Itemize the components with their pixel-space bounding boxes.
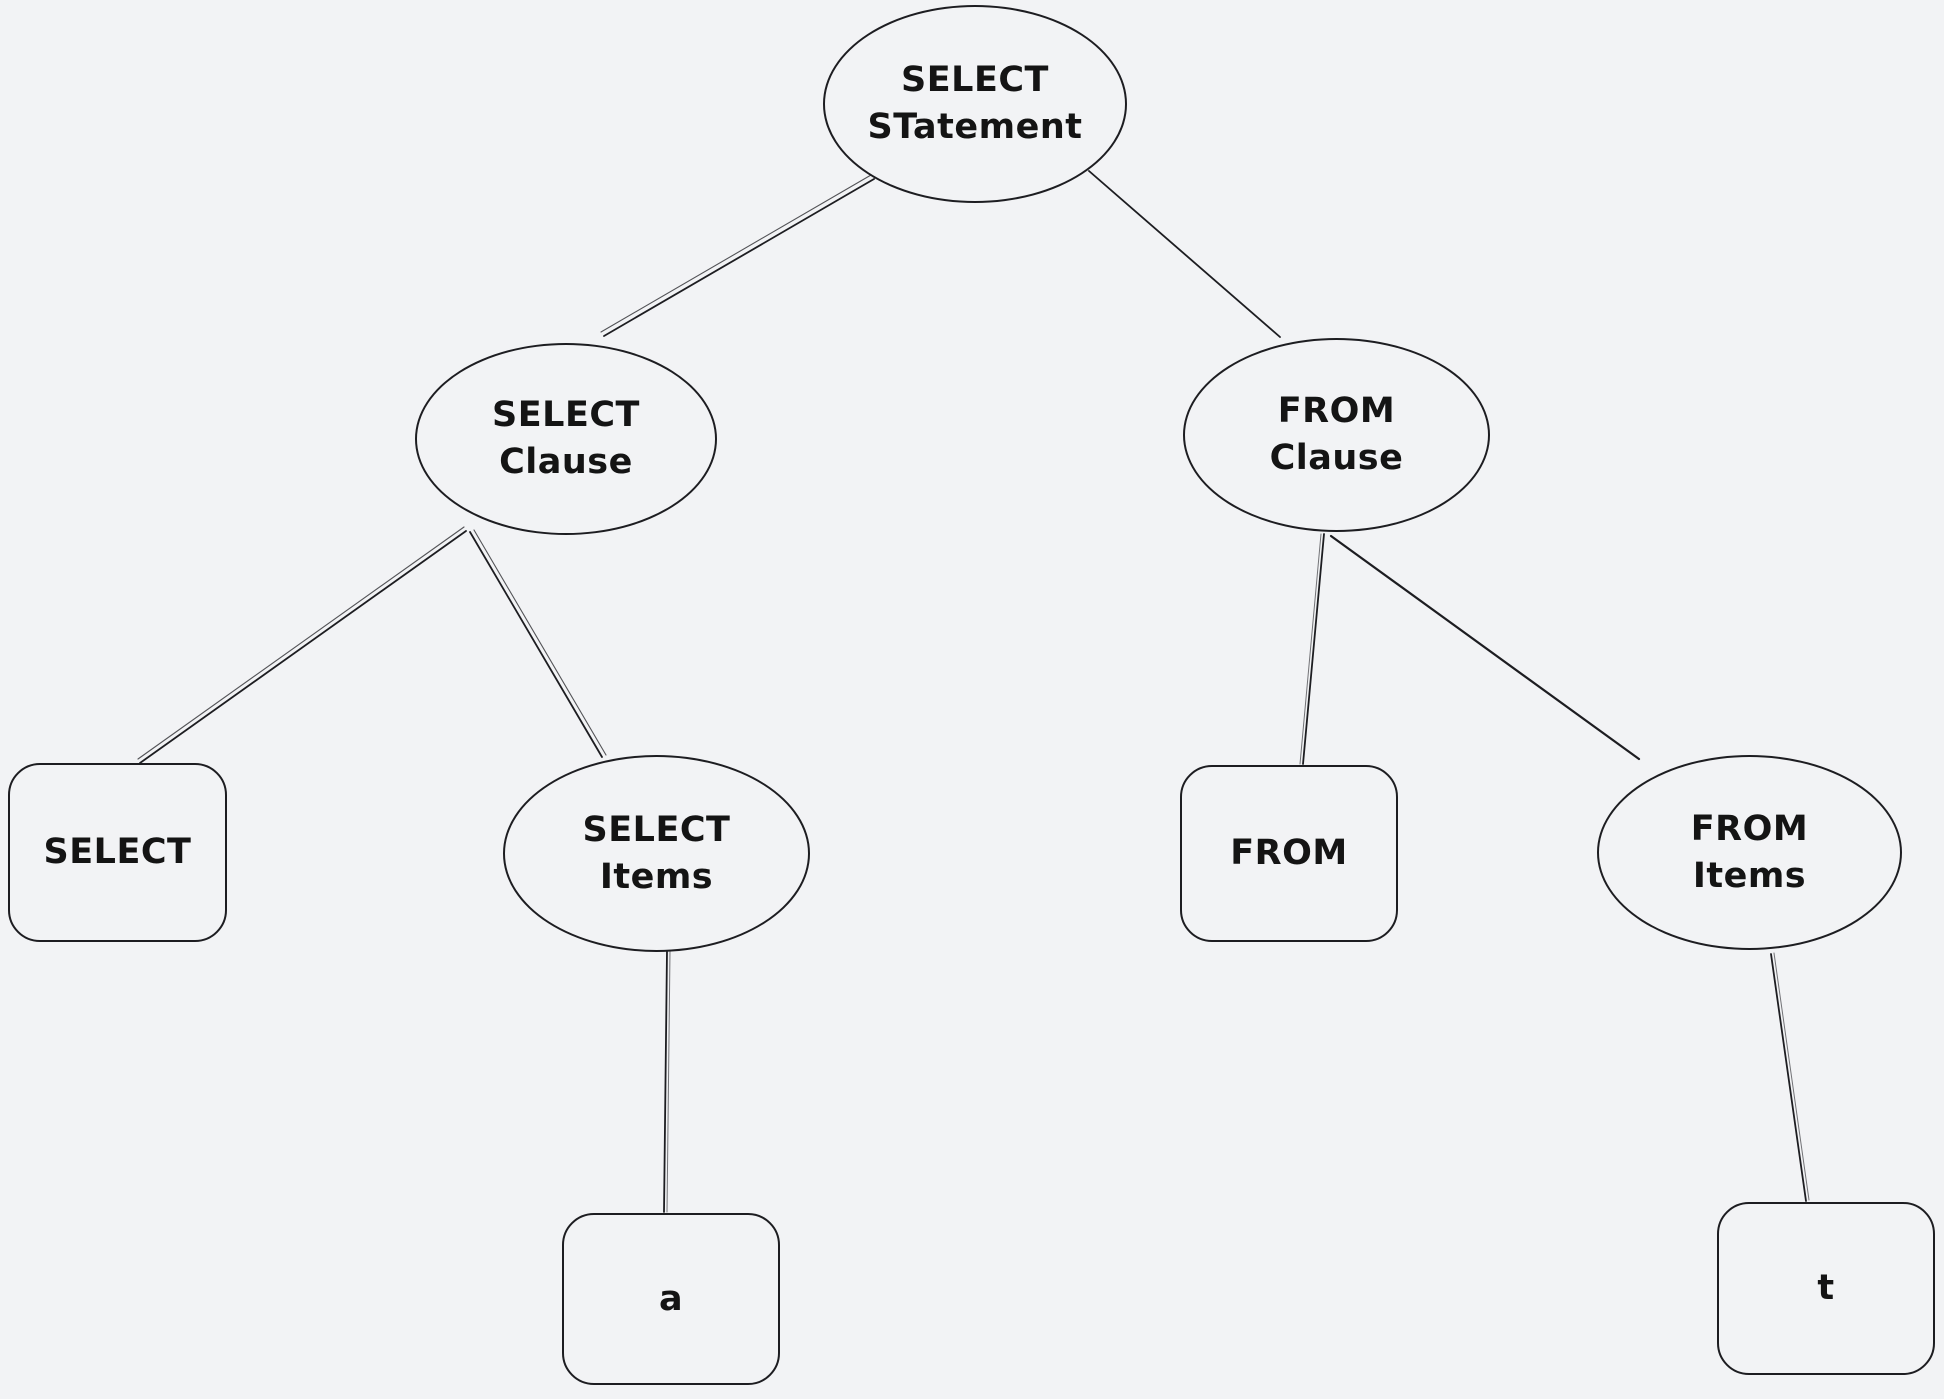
- edge-stroke-echo: [600, 174, 872, 333]
- node-from-clause[interactable]: FROM Clause: [1183, 338, 1490, 532]
- edge-select-items-item-a[interactable]: [663, 950, 671, 1213]
- node-select-statement[interactable]: SELECT STatement: [823, 5, 1127, 203]
- edge-stroke-echo: [1773, 952, 1810, 1201]
- node-item-a[interactable]: a: [562, 1213, 780, 1385]
- node-label-line: a: [658, 1278, 684, 1319]
- edge-stroke-echo: [473, 529, 607, 756]
- node-select-clause[interactable]: SELECT Clause: [415, 343, 717, 535]
- edge-from-items-item-t[interactable]: [1770, 952, 1810, 1202]
- edge-stroke-echo: [137, 526, 465, 760]
- edge-select-statement-select-clause[interactable]: [600, 174, 875, 337]
- edge-stroke: [1329, 534, 1641, 761]
- edge-stroke: [663, 950, 668, 1213]
- edge-stroke: [1302, 533, 1325, 765]
- node-item-t[interactable]: t: [1717, 1202, 1935, 1375]
- edge-stroke: [1088, 170, 1281, 338]
- edge-from-clause-from-keyword[interactable]: [1299, 533, 1325, 765]
- edge-stroke-echo: [666, 950, 671, 1213]
- node-select-items[interactable]: SELECT Items: [503, 755, 810, 952]
- edge-stroke: [469, 531, 603, 758]
- edge-stroke: [139, 530, 467, 764]
- node-from-items[interactable]: FROM Items: [1597, 755, 1902, 950]
- node-select-keyword[interactable]: SELECT: [8, 763, 227, 942]
- edge-stroke: [1770, 953, 1807, 1202]
- node-label-line: FROM: [1277, 391, 1396, 431]
- node-label-line: Clause: [1269, 438, 1404, 478]
- node-label-line: SELECT: [582, 809, 731, 850]
- edge-stroke: [603, 178, 875, 337]
- edge-select-statement-from-clause[interactable]: [1088, 170, 1281, 338]
- node-label-line: STatement: [867, 107, 1083, 147]
- node-label-line: t: [1817, 1268, 1835, 1308]
- node-label-line: SELECT: [492, 395, 640, 435]
- node-label-line: FROM: [1230, 833, 1348, 873]
- edge-from-clause-from-items[interactable]: [1329, 534, 1641, 761]
- edge-select-clause-select-keyword[interactable]: [137, 526, 467, 764]
- node-label-line: Items: [599, 856, 714, 897]
- node-label-line: FROM: [1690, 808, 1809, 849]
- node-label-line: SELECT: [901, 60, 1049, 100]
- node-label-line: Items: [1692, 855, 1807, 896]
- node-label-line: SELECT: [43, 832, 192, 872]
- node-label-line: Clause: [499, 442, 633, 482]
- edge-stroke-echo: [1299, 533, 1322, 765]
- edge-select-clause-select-items[interactable]: [469, 529, 607, 758]
- node-from-keyword[interactable]: FROM: [1180, 765, 1398, 942]
